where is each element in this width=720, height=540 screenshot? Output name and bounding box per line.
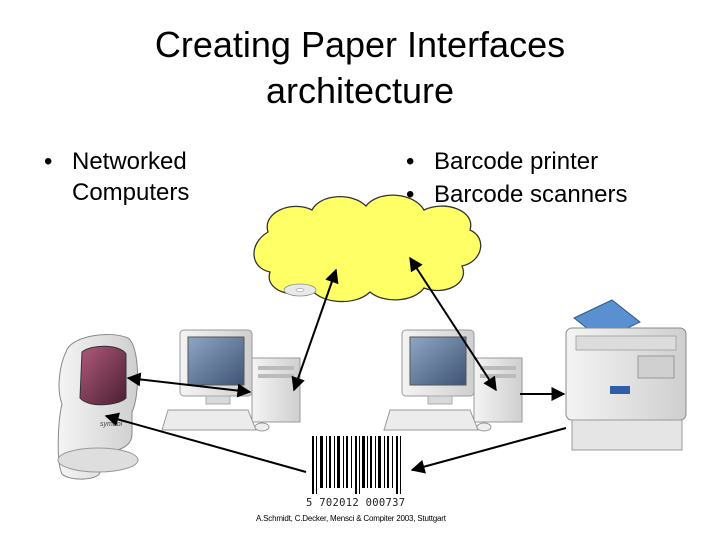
arrow-cloud-right-computer <box>409 256 497 392</box>
printer-icon <box>565 299 687 451</box>
right-bullet-list: Barcode printer Barcode scanners <box>406 146 706 212</box>
bullet-barcode-printer: Barcode printer <box>406 146 706 177</box>
bullet-barcode-scanners: Barcode scanners <box>406 179 706 210</box>
credit-line: A.Schmidt, C.Decker, Mensci & Compiter 2… <box>256 514 446 523</box>
cd-disc-icon <box>283 283 317 297</box>
arrow-scanner-left-computer <box>126 372 252 398</box>
arrow-cloud-left-computer <box>291 268 339 392</box>
barcode-number: 5 702012 000737 <box>306 497 406 509</box>
barcode-icon <box>304 432 414 510</box>
connection-arrows <box>104 256 567 474</box>
left-computer-icon <box>161 329 301 432</box>
title-line-1: Creating Paper Interfaces <box>154 24 566 65</box>
slide-title: Creating Paper Interfaces architecture <box>0 22 720 114</box>
left-bullet-list: Networked Computers <box>44 146 244 210</box>
arrow-barcode-scanner <box>104 412 307 473</box>
bullet-networked-computers: Networked Computers <box>44 146 244 208</box>
title-line-2: architecture <box>265 70 455 111</box>
scanner-brand-label: symbol <box>100 421 123 428</box>
arrow-printer-barcode <box>410 427 567 474</box>
network-cloud-icon <box>253 194 482 303</box>
barcode-scanner-icon: symbol <box>57 334 139 480</box>
right-computer-icon <box>383 329 523 432</box>
